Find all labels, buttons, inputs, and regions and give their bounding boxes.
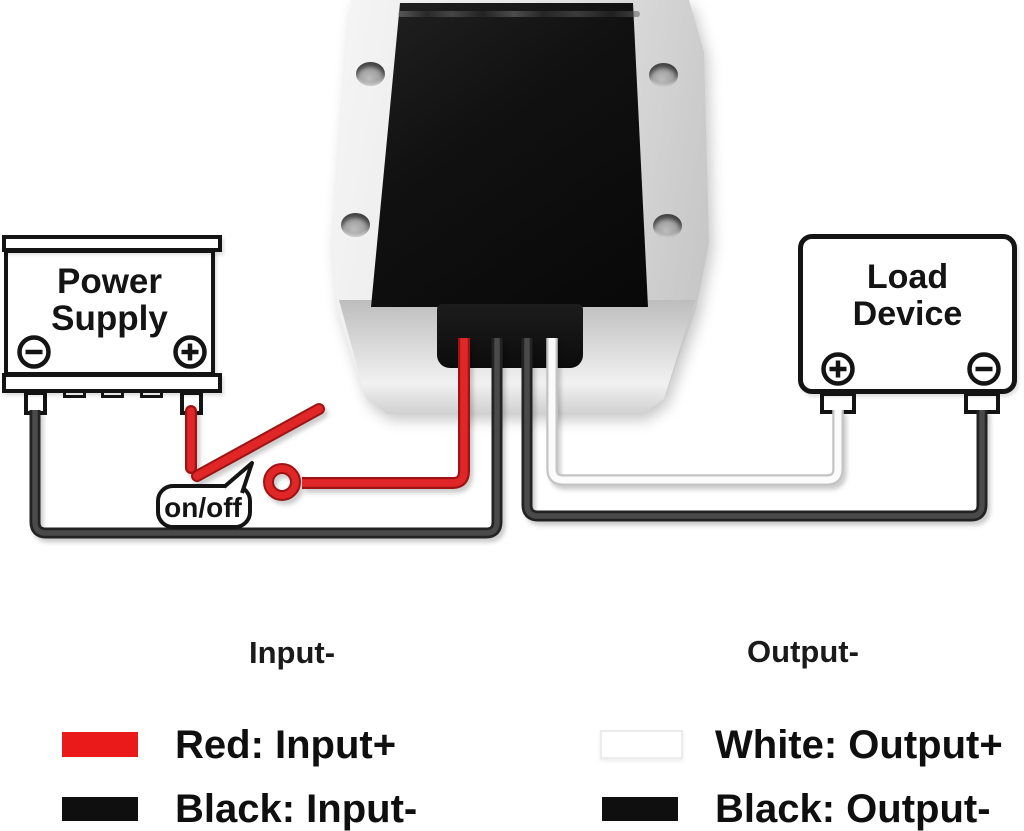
switch-callout-tail: [222, 461, 254, 494]
legend-label-black-input-minus: Black: Input-: [175, 787, 418, 831]
legend-label-red-input-plus: Red: Input+: [175, 723, 397, 767]
black-output-wire: [524, 338, 985, 519]
switch-callout: on/off: [156, 461, 254, 529]
white-output-wire: [548, 338, 842, 484]
mounting-hole-bottom-right: [653, 214, 682, 238]
legend-label-black-output-minus: Black: Output-: [715, 787, 991, 831]
legend-swatch-red: [62, 732, 138, 757]
legend-swatch-black-input: [62, 797, 138, 821]
load-device-label-line2: Device: [852, 295, 963, 333]
switch-label: on/off: [164, 492, 242, 523]
power-supply-lid: [2, 235, 222, 252]
converter-top-panel: [371, 3, 648, 307]
load-device-label: Load Device: [798, 259, 1017, 333]
red-input-wire-edge: [302, 338, 470, 489]
mounting-hole-top-right: [649, 63, 678, 87]
load-device-plus-terminal: [821, 352, 855, 386]
mounting-hole-bottom-left: [341, 213, 370, 237]
wires-group: [29, 338, 988, 539]
power-supply-bottom-bar: [2, 373, 222, 393]
power-supply-minus-terminal: [17, 335, 51, 369]
power-supply-label-line2: Supply: [51, 299, 168, 338]
power-supply-label-line1: Power: [56, 262, 163, 301]
black-input-wire: [32, 338, 500, 536]
converter-top-glint: [398, 11, 640, 17]
red-input-wire: [302, 338, 468, 487]
legend-swatch-white: [600, 730, 683, 759]
output-minus-label: Output-: [747, 634, 859, 669]
mounting-hole-top-left: [356, 62, 385, 86]
switch-contact-ring: [265, 465, 299, 499]
legend-swatch-black-output: [602, 797, 678, 821]
legend-label-white-output-plus: White: Output+: [715, 723, 1003, 767]
terminals-group: [17, 335, 1001, 386]
load-device-minus-terminal: [967, 352, 1001, 386]
load-device-label-line1: Load: [866, 258, 949, 296]
power-supply-label: Power Supply: [4, 263, 215, 337]
power-supply-plus-terminal: [173, 335, 207, 369]
black-output-wire-edge: [521, 338, 988, 522]
white-output-wire-edge: [546, 338, 844, 486]
switch-callout-bubble: [156, 484, 252, 529]
switch-lever: [193, 405, 323, 480]
input-minus-label: Input-: [248, 635, 336, 670]
